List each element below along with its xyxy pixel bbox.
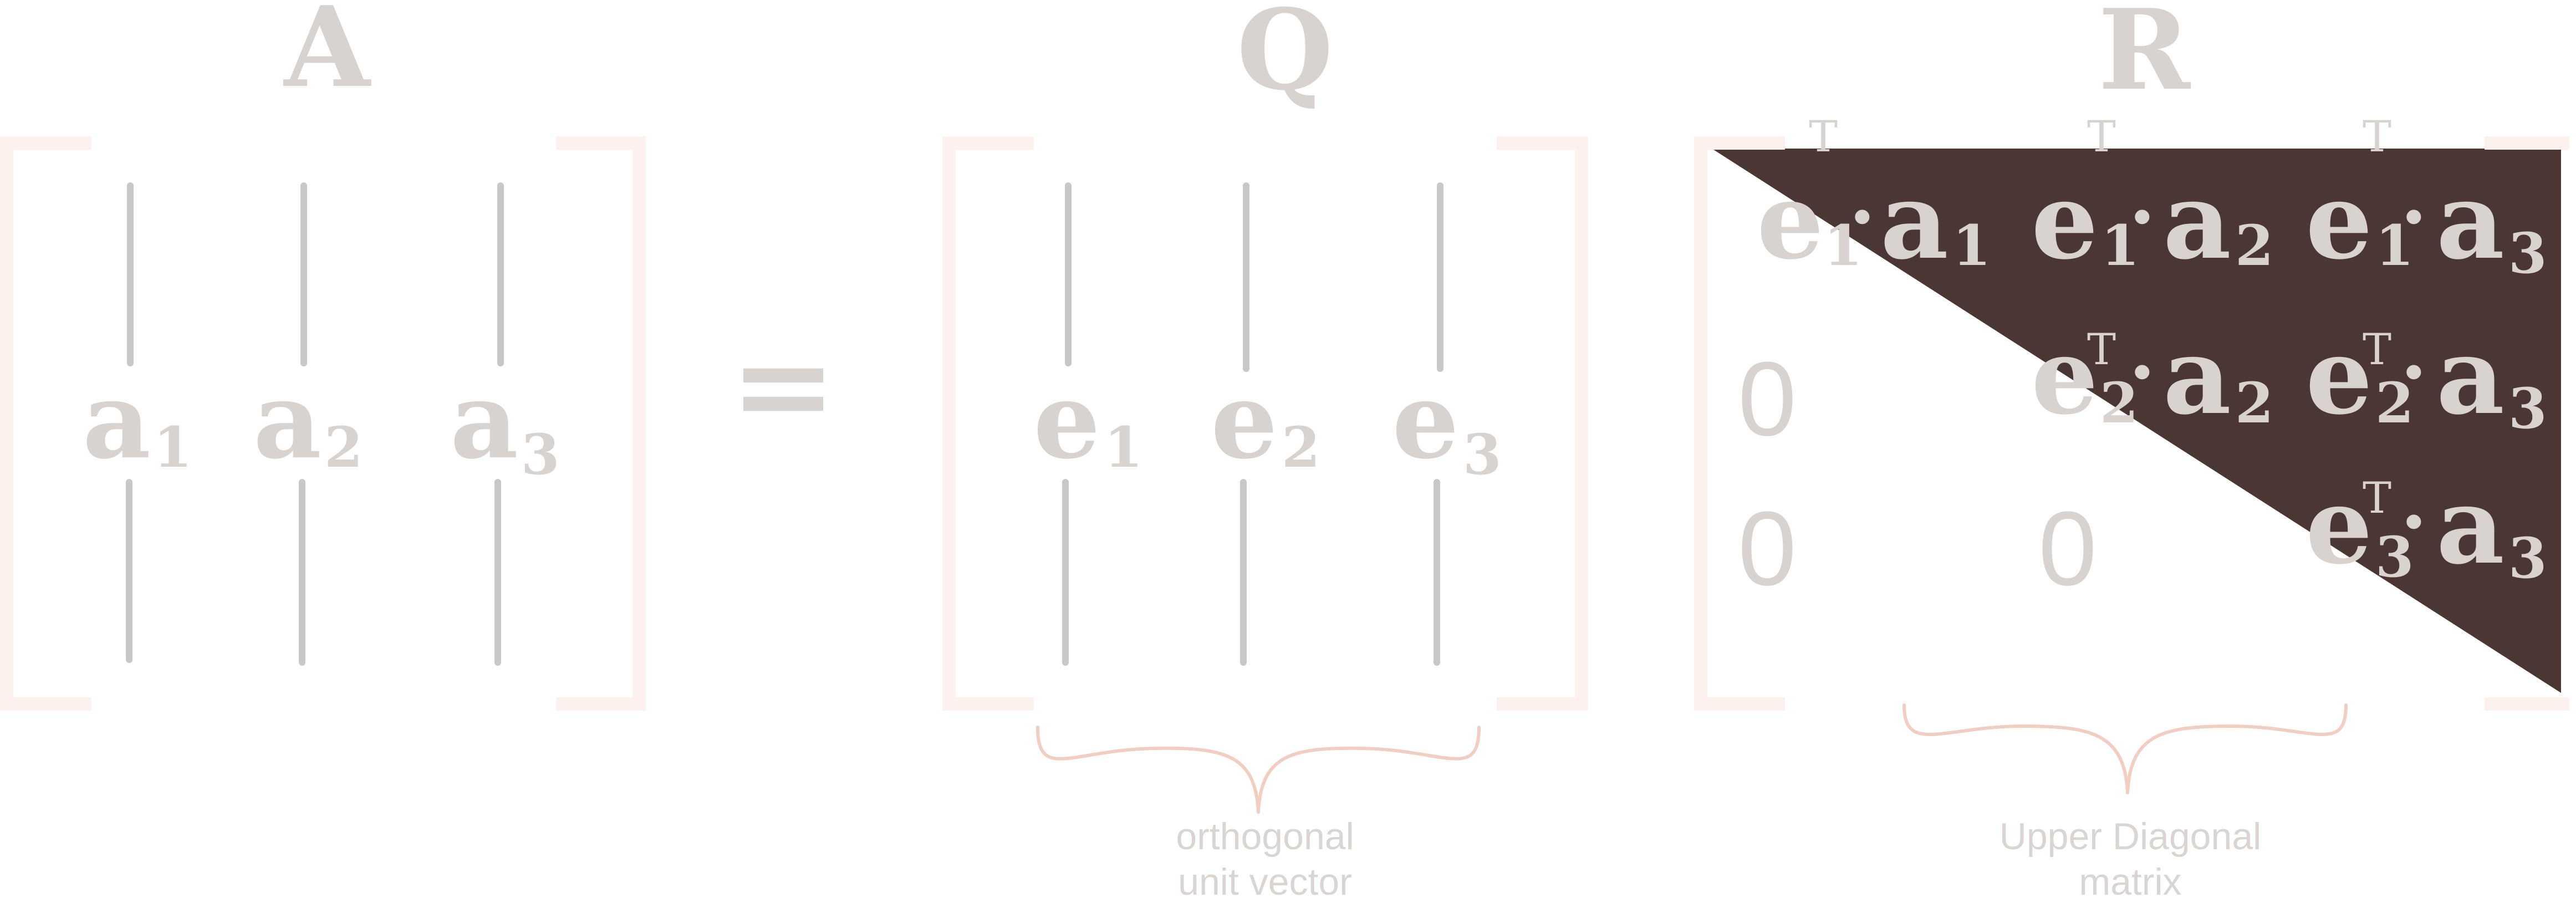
entry-e-subscript: 3	[2375, 524, 2414, 590]
transpose-superscript: T	[2363, 473, 2391, 523]
entry-e-symbol: e	[2031, 159, 2098, 283]
entry-a-subscript: 3	[2508, 376, 2547, 441]
r-entry-1-3: e T 1 · a 3	[2305, 112, 2547, 286]
entry-a-symbol: a	[2163, 314, 2231, 438]
dot-operator: ·	[2129, 327, 2156, 418]
r-entry-1-2: e T 1 · a 2	[2031, 112, 2273, 283]
transpose-superscript: T	[1809, 112, 1838, 162]
entry-a-symbol: a	[2163, 159, 2231, 283]
vector-a3-symbol: a	[450, 359, 518, 482]
dot-operator: ·	[1849, 172, 1876, 263]
vector-a1-subscript: 1	[154, 415, 192, 480]
matrix-r-left-bracket	[1694, 136, 1785, 711]
transpose-superscript: T	[2087, 112, 2116, 162]
entry-e-symbol: e	[2305, 314, 2373, 438]
vector-e3-subscript: 3	[1463, 422, 1502, 487]
entry-a-subscript: 3	[2508, 525, 2547, 591]
dot-operator: ·	[2400, 477, 2427, 568]
vector-e2-symbol: e	[1211, 359, 1278, 482]
entry-e-subscript: 1	[2375, 213, 2414, 278]
matrix-q: Q e 1 e 2 e 3 orthogonal unit vector	[942, 0, 1588, 898]
entry-a-subscript: 3	[2508, 221, 2547, 286]
entry-a-subscript: 2	[2235, 370, 2274, 436]
vector-a1-symbol: a	[83, 359, 151, 482]
matrix-a-column-2: a 2	[253, 182, 363, 666]
vector-a3-subscript: 3	[521, 422, 560, 487]
matrix-r: R e T 1 · a 1 e T 1 · a 2 e T 1 · a 3	[1694, 0, 2569, 898]
entry-e-symbol: e	[2305, 464, 2373, 588]
equals-sign: =	[730, 310, 837, 460]
entry-a-symbol: a	[2436, 464, 2504, 588]
transpose-superscript: T	[2363, 325, 2391, 375]
matrix-r-title: R	[2098, 0, 2191, 115]
dot-operator: ·	[2400, 172, 2427, 263]
entry-a-subscript: 2	[2235, 213, 2274, 278]
entry-a-symbol: a	[2436, 159, 2504, 283]
vector-a2-subscript: 2	[324, 415, 363, 480]
matrix-q-column-1: e 1	[1033, 182, 1143, 666]
matrix-r-caption-line-1: Upper Diagonal	[1999, 815, 2262, 858]
r-entry-3-2-zero: 0	[2038, 490, 2097, 608]
entry-e-subscript: 2	[2100, 370, 2139, 436]
entry-a-symbol: a	[1880, 159, 1948, 283]
r-entry-2-1-zero: 0	[1738, 340, 1797, 458]
upper-triangle-shading	[1712, 149, 2561, 693]
entry-e-symbol: e	[1757, 159, 1824, 283]
matrix-a-column-1: a 1	[83, 182, 192, 663]
vector-e1-symbol: e	[1033, 359, 1100, 482]
r-entry-2-3: e T 2 · a 3	[2305, 314, 2547, 441]
r-entry-3-1-zero: 0	[1738, 490, 1797, 608]
matrix-a-right-bracket	[556, 136, 646, 711]
matrix-q-brace	[1036, 726, 1481, 814]
matrix-r-caption-line-2: matrix	[2079, 861, 2181, 898]
entry-e-symbol: e	[2031, 314, 2098, 438]
matrix-r-brace	[1902, 703, 2348, 794]
matrix-a-column-3: a 3	[450, 182, 560, 666]
dot-operator: ·	[2400, 327, 2427, 418]
matrix-q-caption-line-1: orthogonal	[1176, 815, 1354, 858]
matrix-a: A a 1 a 2 a 3	[0, 0, 646, 711]
vector-e1-subscript: 1	[1104, 415, 1143, 480]
vector-e3-symbol: e	[1392, 359, 1459, 482]
matrix-q-column-2: e 2	[1211, 182, 1320, 666]
entry-e-subscript: 1	[1824, 213, 1863, 278]
vector-e2-subscript: 2	[1282, 415, 1320, 480]
matrix-a-title: A	[283, 0, 371, 113]
matrix-a-left-bracket	[0, 136, 91, 711]
vector-a2-symbol: a	[253, 359, 322, 482]
matrix-q-left-bracket	[942, 136, 1034, 711]
matrix-q-right-bracket	[1497, 136, 1588, 711]
transpose-superscript: T	[2087, 325, 2116, 375]
transpose-superscript: T	[2363, 112, 2391, 162]
matrix-q-caption-line-2: unit vector	[1178, 861, 1352, 898]
r-entry-3-3: e T 3 · a 3	[2305, 464, 2547, 591]
entry-a-subscript: 1	[1952, 213, 1991, 278]
entry-e-subscript: 1	[2101, 213, 2140, 278]
entry-e-symbol: e	[2305, 159, 2373, 283]
matrix-q-title: Q	[1237, 0, 1333, 115]
matrix-q-column-3: e 3	[1392, 182, 1502, 666]
r-entry-1-1: e T 1 · a 1	[1757, 112, 1991, 283]
r-entry-2-2: e T 2 · a 2	[2031, 314, 2273, 438]
entry-a-symbol: a	[2436, 314, 2504, 438]
dot-operator: ·	[2129, 172, 2156, 263]
entry-e-subscript: 2	[2375, 370, 2414, 436]
